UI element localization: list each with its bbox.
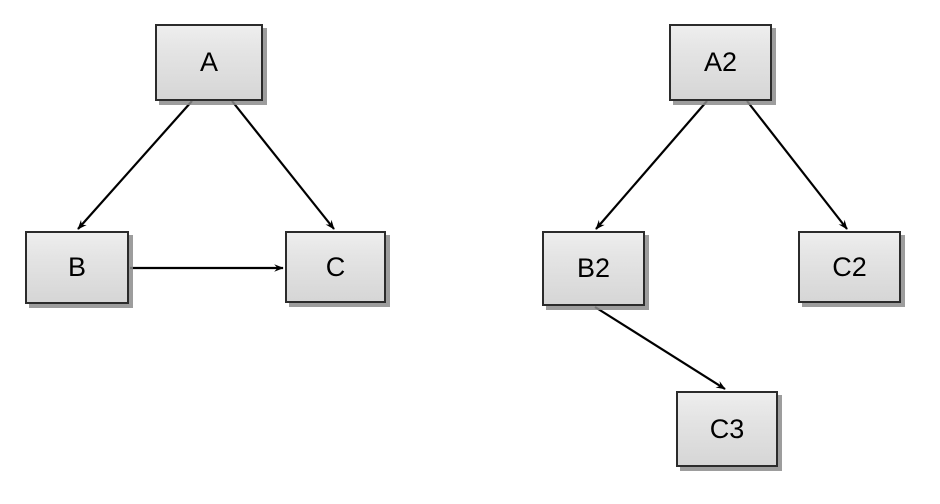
edge-b2-to-c3 — [594, 306, 726, 390]
node-a2[interactable]: A2 — [669, 24, 772, 101]
node-label-c2: C2 — [832, 251, 867, 282]
edge-a2-to-b2 — [595, 100, 708, 230]
edge-a2-to-c2 — [746, 100, 848, 230]
edges-group — [77, 100, 848, 390]
node-b[interactable]: B — [25, 231, 129, 304]
node-b2[interactable]: B2 — [542, 231, 645, 306]
node-label-b: B — [67, 252, 86, 282]
edge-a-to-c — [231, 100, 335, 230]
node-label-c3: C3 — [709, 413, 745, 444]
edge-a-to-b — [77, 100, 193, 230]
node-a[interactable]: A — [155, 24, 263, 101]
node-c3[interactable]: C3 — [676, 391, 778, 467]
node-c2[interactable]: C2 — [798, 231, 901, 303]
node-label-a2: A2 — [703, 47, 738, 77]
node-label-c: C — [325, 251, 346, 282]
node-c[interactable]: C — [285, 231, 386, 303]
node-label-b2: B2 — [576, 253, 611, 283]
node-label-a: A — [199, 47, 218, 77]
